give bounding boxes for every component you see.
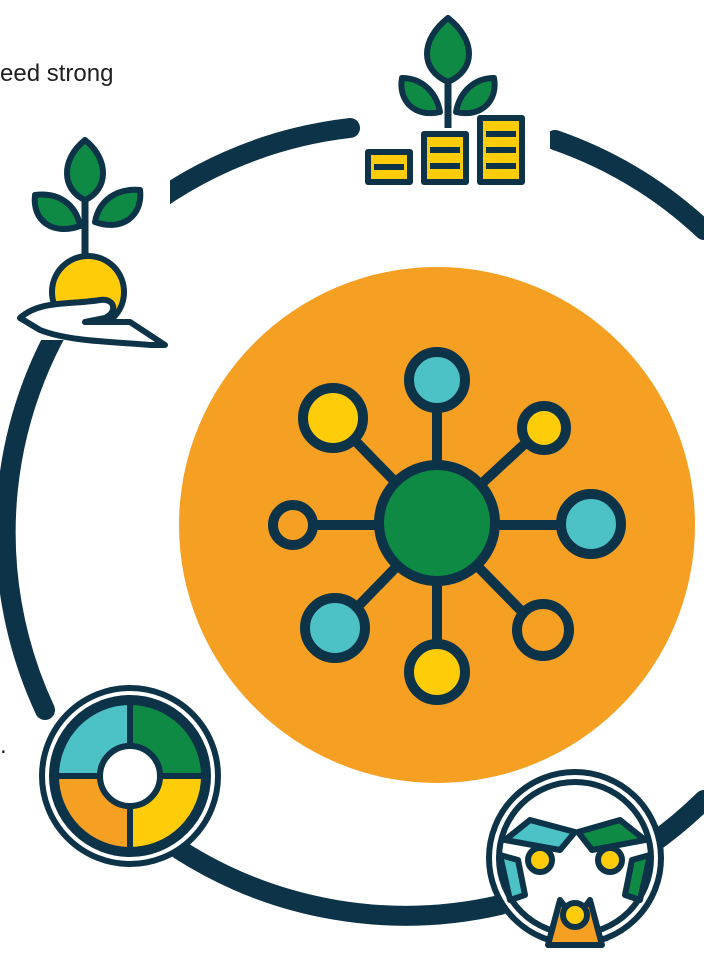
hand-holding-seedling-icon (17, 137, 170, 348)
team-hands-icon (486, 769, 664, 948)
network-hub-icon (268, 347, 626, 705)
text-fragment-top: eed strong (0, 60, 114, 87)
coin-stack-plant-icon (360, 15, 550, 204)
text-fragment-bottom: . (0, 732, 7, 759)
circular-arrows-icon (39, 685, 221, 867)
